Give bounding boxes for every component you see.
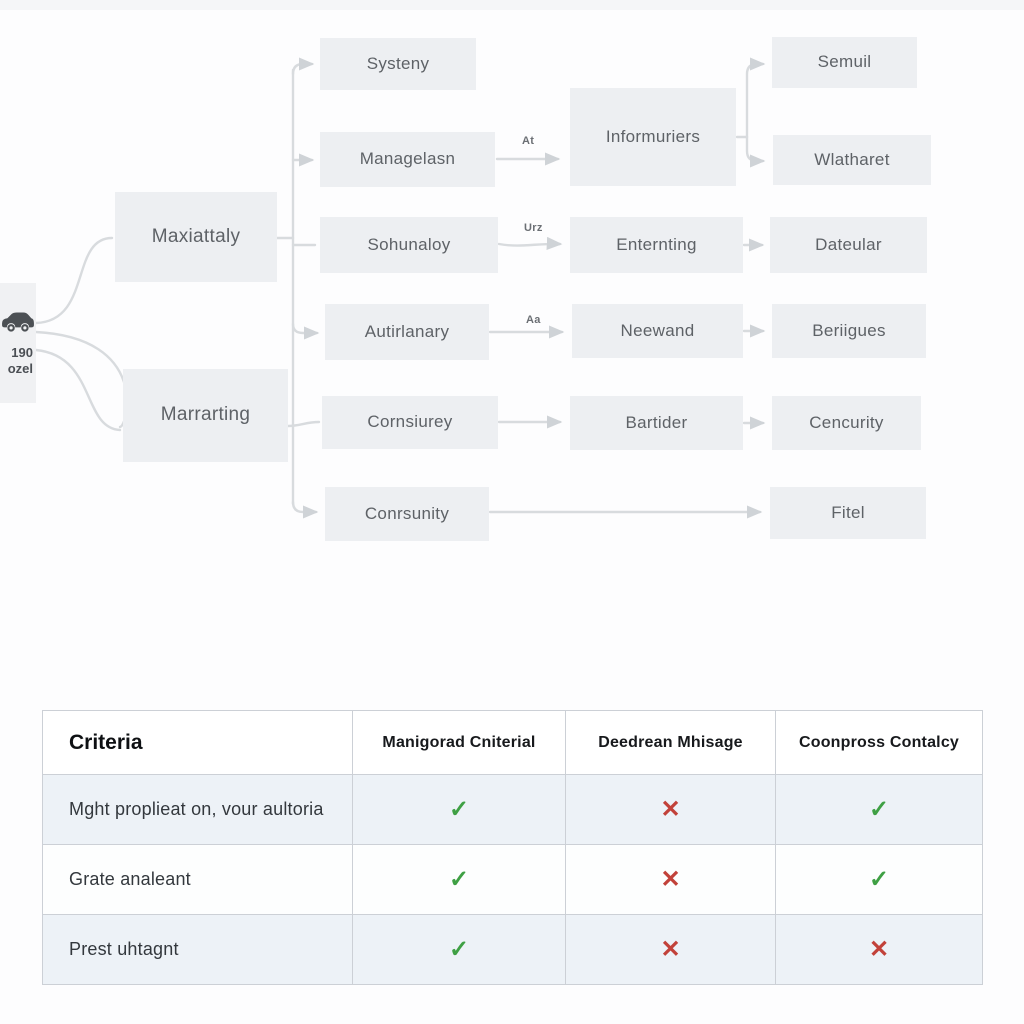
- node-conrsunity: Conrsunity: [325, 487, 489, 541]
- node-dateular: Dateular: [770, 217, 927, 273]
- node-managelasn: Managelasn: [320, 132, 495, 187]
- car-icon: [2, 312, 34, 332]
- node-label: Bartider: [625, 412, 688, 432]
- criteria-cell: Grate analeant: [42, 844, 353, 915]
- node-autirlanary: Autirlanary: [325, 304, 489, 360]
- table-row: Mght proplieat on, vour aultoria✓✕✓: [42, 774, 983, 845]
- check-mark: ✓: [352, 774, 566, 845]
- table-header-row: Criteria Manigorad Cniterial Deedrean Mh…: [42, 710, 983, 775]
- node-label: Wlatharet: [814, 149, 890, 169]
- header-criteria: Criteria: [42, 710, 353, 775]
- check-mark: ✓: [775, 774, 983, 845]
- node-semuil: Semuil: [772, 37, 917, 88]
- edge-label: Aa: [526, 314, 541, 326]
- node-label: Maxiattaly: [151, 225, 241, 247]
- node-label: Dateular: [815, 234, 882, 254]
- cross-mark: ✕: [565, 914, 776, 985]
- node-label: Cencurity: [809, 412, 884, 432]
- node-label: Semuil: [817, 52, 872, 72]
- node-neewand: Neewand: [572, 304, 743, 358]
- node-label: Neewand: [620, 320, 695, 340]
- check-mark: ✓: [352, 844, 566, 915]
- criteria-cell: Prest uhtagnt: [42, 914, 353, 985]
- node-label: Sohunaloy: [367, 234, 451, 254]
- node-cencurity: Cencurity: [772, 396, 921, 450]
- source-card: 190 ozel: [0, 283, 36, 403]
- check-mark: ✓: [352, 914, 566, 985]
- node-label: Autirlanary: [364, 321, 450, 341]
- comparison-table: Criteria Manigorad Cniterial Deedrean Mh…: [42, 710, 983, 985]
- node-fitel: Fitel: [770, 487, 926, 539]
- node-marrarting: Marrarting: [123, 369, 288, 462]
- node-label: Fitel: [831, 502, 865, 522]
- edge-label: At: [522, 135, 535, 147]
- cross-mark: ✕: [775, 914, 983, 985]
- node-label: Informuriers: [605, 126, 701, 146]
- node-beriigues: Beriigues: [772, 304, 926, 358]
- node-systeny: Systeny: [320, 38, 476, 90]
- table-row: Grate analeant✓✕✓: [42, 844, 983, 915]
- check-mark: ✓: [775, 844, 983, 915]
- node-label: Enternting: [616, 234, 697, 254]
- node-bartider: Bartider: [570, 396, 743, 450]
- table-body: Mght proplieat on, vour aultoria✓✕✓Grate…: [42, 774, 983, 985]
- node-label: Cornsiurey: [367, 412, 453, 432]
- node-sohunaloy: Sohunaloy: [320, 217, 498, 273]
- node-label: Conrsunity: [364, 503, 450, 523]
- node-enternting: Enternting: [570, 217, 743, 273]
- table-row: Prest uhtagnt✓✕✕: [42, 914, 983, 985]
- node-cornsiurey: Cornsiurey: [322, 396, 498, 449]
- edge-label: Urz: [524, 222, 543, 234]
- source-card-line1: 190: [11, 345, 33, 360]
- header-col-1: Manigorad Cniterial: [352, 710, 566, 775]
- node-label: Systeny: [366, 53, 430, 73]
- node-label: Marrarting: [160, 404, 251, 426]
- criteria-cell: Mght proplieat on, vour aultoria: [42, 774, 353, 845]
- node-label: Beriigues: [812, 320, 886, 340]
- source-card-line2: ozel: [7, 361, 33, 376]
- header-col-3: Coonpross Contalcy: [775, 710, 983, 775]
- top-band: [0, 0, 1024, 10]
- header-col-2: Deedrean Mhisage: [565, 710, 776, 775]
- node-informuriers: Informuriers: [570, 88, 736, 186]
- node-label: Managelasn: [359, 149, 456, 169]
- cross-mark: ✕: [565, 844, 776, 915]
- node-maxiattaly: Maxiattaly: [115, 192, 277, 282]
- cross-mark: ✕: [565, 774, 776, 845]
- node-wlatharet: Wlatharet: [773, 135, 931, 185]
